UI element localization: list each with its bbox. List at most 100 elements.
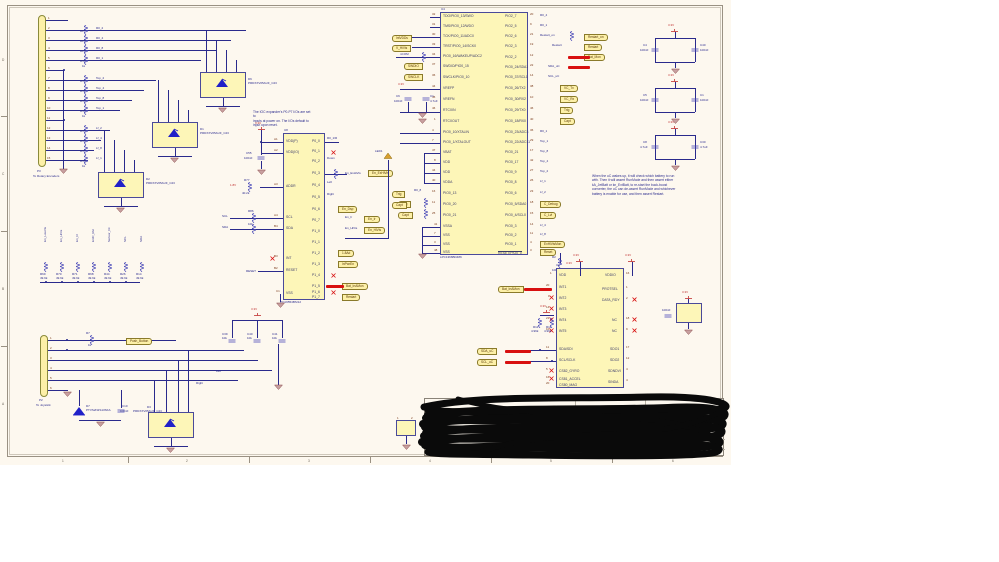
wire (188, 350, 189, 412)
ground-symbol (257, 169, 266, 175)
pin-number: 14 (530, 73, 534, 77)
net-flag[interactable]: 1.8Ad (338, 250, 355, 258)
ic-microcontroller-u4[interactable] (440, 12, 528, 255)
ic-io-expander-u8[interactable] (283, 133, 325, 300)
net-flag[interactable]: SCL_uC (477, 359, 498, 367)
cap-refdes: C41 (272, 332, 278, 336)
net-flag[interactable]: C_Lvl (540, 212, 557, 220)
net-flag[interactable]: Reset (540, 249, 557, 257)
pin-number: 4 (50, 366, 52, 370)
pin-name: SWDIO/PIO0_15 (443, 64, 469, 68)
net-flag[interactable]: InPwrEn (338, 261, 359, 269)
cap-refdes: C8 (643, 140, 647, 144)
wire (46, 90, 144, 91)
pin-name: PIO0_29/TX0 (505, 108, 526, 112)
wire (48, 360, 258, 361)
pin-number: 22 (530, 63, 534, 67)
pin-name: SDA (286, 226, 293, 230)
net-label: SDA_uC (548, 64, 560, 68)
pin-name: NC (612, 329, 617, 333)
net-flag[interactable]: IntVDDs (392, 35, 412, 43)
net-flag[interactable]: En_HiVis (364, 227, 386, 235)
connector-p3[interactable] (38, 15, 46, 167)
net-label-scl: SCL (222, 214, 228, 218)
pin-number: 11 (47, 115, 51, 120)
wire (580, 262, 581, 276)
net-flag[interactable]: VC_Tx (560, 85, 578, 93)
resistor-label: R32 (80, 89, 86, 93)
net-flag[interactable]: Bat_InAMon (498, 286, 524, 294)
net-flag[interactable]: En_Ir (364, 216, 380, 224)
net-flag[interactable]: En_ExHiVis (368, 170, 393, 178)
rail-label: 3.3V (668, 73, 675, 77)
net-flag[interactable]: ExHiVisMon (540, 241, 566, 249)
pin-number: 15 (530, 211, 534, 215)
component-block[interactable] (676, 303, 702, 323)
pin-name: PIO0_1/XTALOUT (443, 140, 471, 144)
net-flag[interactable]: Push_Button (126, 338, 153, 346)
esd-array-d5[interactable] (396, 420, 416, 436)
pin-name: P0_4 (312, 183, 320, 187)
pin-name: RTCXOUT (443, 119, 460, 123)
pin-number: 48 (434, 248, 438, 252)
net-flag[interactable]: Trig (560, 107, 574, 115)
cap-value: 4.7uF (700, 145, 708, 149)
net-flag[interactable]: Capt (392, 202, 407, 210)
net-flag[interactable]: Trig (392, 191, 406, 199)
pin-name: TDO/PIO0_13/SWO (443, 14, 474, 18)
net-flag[interactable]: SWCLK (404, 74, 424, 82)
rail-label: 3.3V (398, 82, 405, 86)
pin-name: VDD (443, 170, 451, 174)
resistor-value: 49.9k (136, 276, 144, 280)
wire (675, 82, 676, 88)
capacitor (691, 97, 699, 103)
net-flag[interactable]: Capt (398, 212, 413, 220)
esd-part: PRDXXV05AUF_C23 (133, 409, 162, 413)
wire (655, 88, 656, 112)
net-flag[interactable]: V_HiVis (392, 45, 412, 53)
wire (400, 89, 440, 90)
power-rail-icon (258, 127, 265, 130)
io-expander-part: PCA9554BS/12 (280, 300, 302, 304)
pin-name: PIO0_8 (505, 180, 517, 184)
no-connect-x-icon (632, 317, 637, 322)
net-flag[interactable]: Bat_InAMon (342, 283, 368, 291)
zone-tick (370, 457, 371, 463)
wire (46, 120, 64, 121)
pin-number: 8 (434, 158, 436, 162)
pin-number: 10 (546, 327, 550, 331)
net-flag[interactable]: C_Debug (540, 201, 562, 209)
pin-number: 16 (432, 189, 436, 193)
net-label: En_Ir (345, 215, 353, 219)
wire (79, 390, 80, 406)
pin-number: C1 (276, 289, 280, 293)
wire (422, 253, 440, 254)
net-flag[interactable]: Capt (560, 118, 575, 126)
pin-name: CS82_GYRO (559, 369, 580, 373)
wire (632, 262, 633, 276)
net-flag[interactable]: SWDIO (404, 63, 423, 71)
ic-sensor-hub-u1[interactable] (556, 268, 624, 388)
net-label: En_LowVis (43, 227, 47, 242)
wire (232, 320, 233, 338)
net-flag[interactable]: VC_Rx (560, 96, 579, 104)
net-label: Left (216, 369, 222, 373)
wire (280, 294, 281, 302)
pin-number: 10 (47, 105, 51, 110)
net-label: Sensor_Int (107, 227, 111, 242)
connector-p2-desc: To Joystick (36, 403, 51, 407)
tvs-diode-d7[interactable] (72, 406, 86, 417)
net-flag[interactable]: Restart (584, 44, 603, 52)
cap-value: 100nF (394, 99, 403, 103)
resistor-label: R36 (80, 139, 86, 143)
net-flag[interactable]: SDA_uC (477, 348, 498, 356)
connector-p3-refdes: P3 (37, 169, 41, 173)
net-flag[interactable]: Restart (342, 294, 361, 302)
net-flag[interactable]: En_Dsp (338, 206, 358, 214)
net-label: Down (327, 156, 335, 160)
net-strike-mark (505, 350, 531, 353)
resistor-r44 (108, 262, 112, 272)
net-flag[interactable]: Restart_on (584, 34, 608, 42)
connector-p2[interactable] (40, 335, 48, 397)
